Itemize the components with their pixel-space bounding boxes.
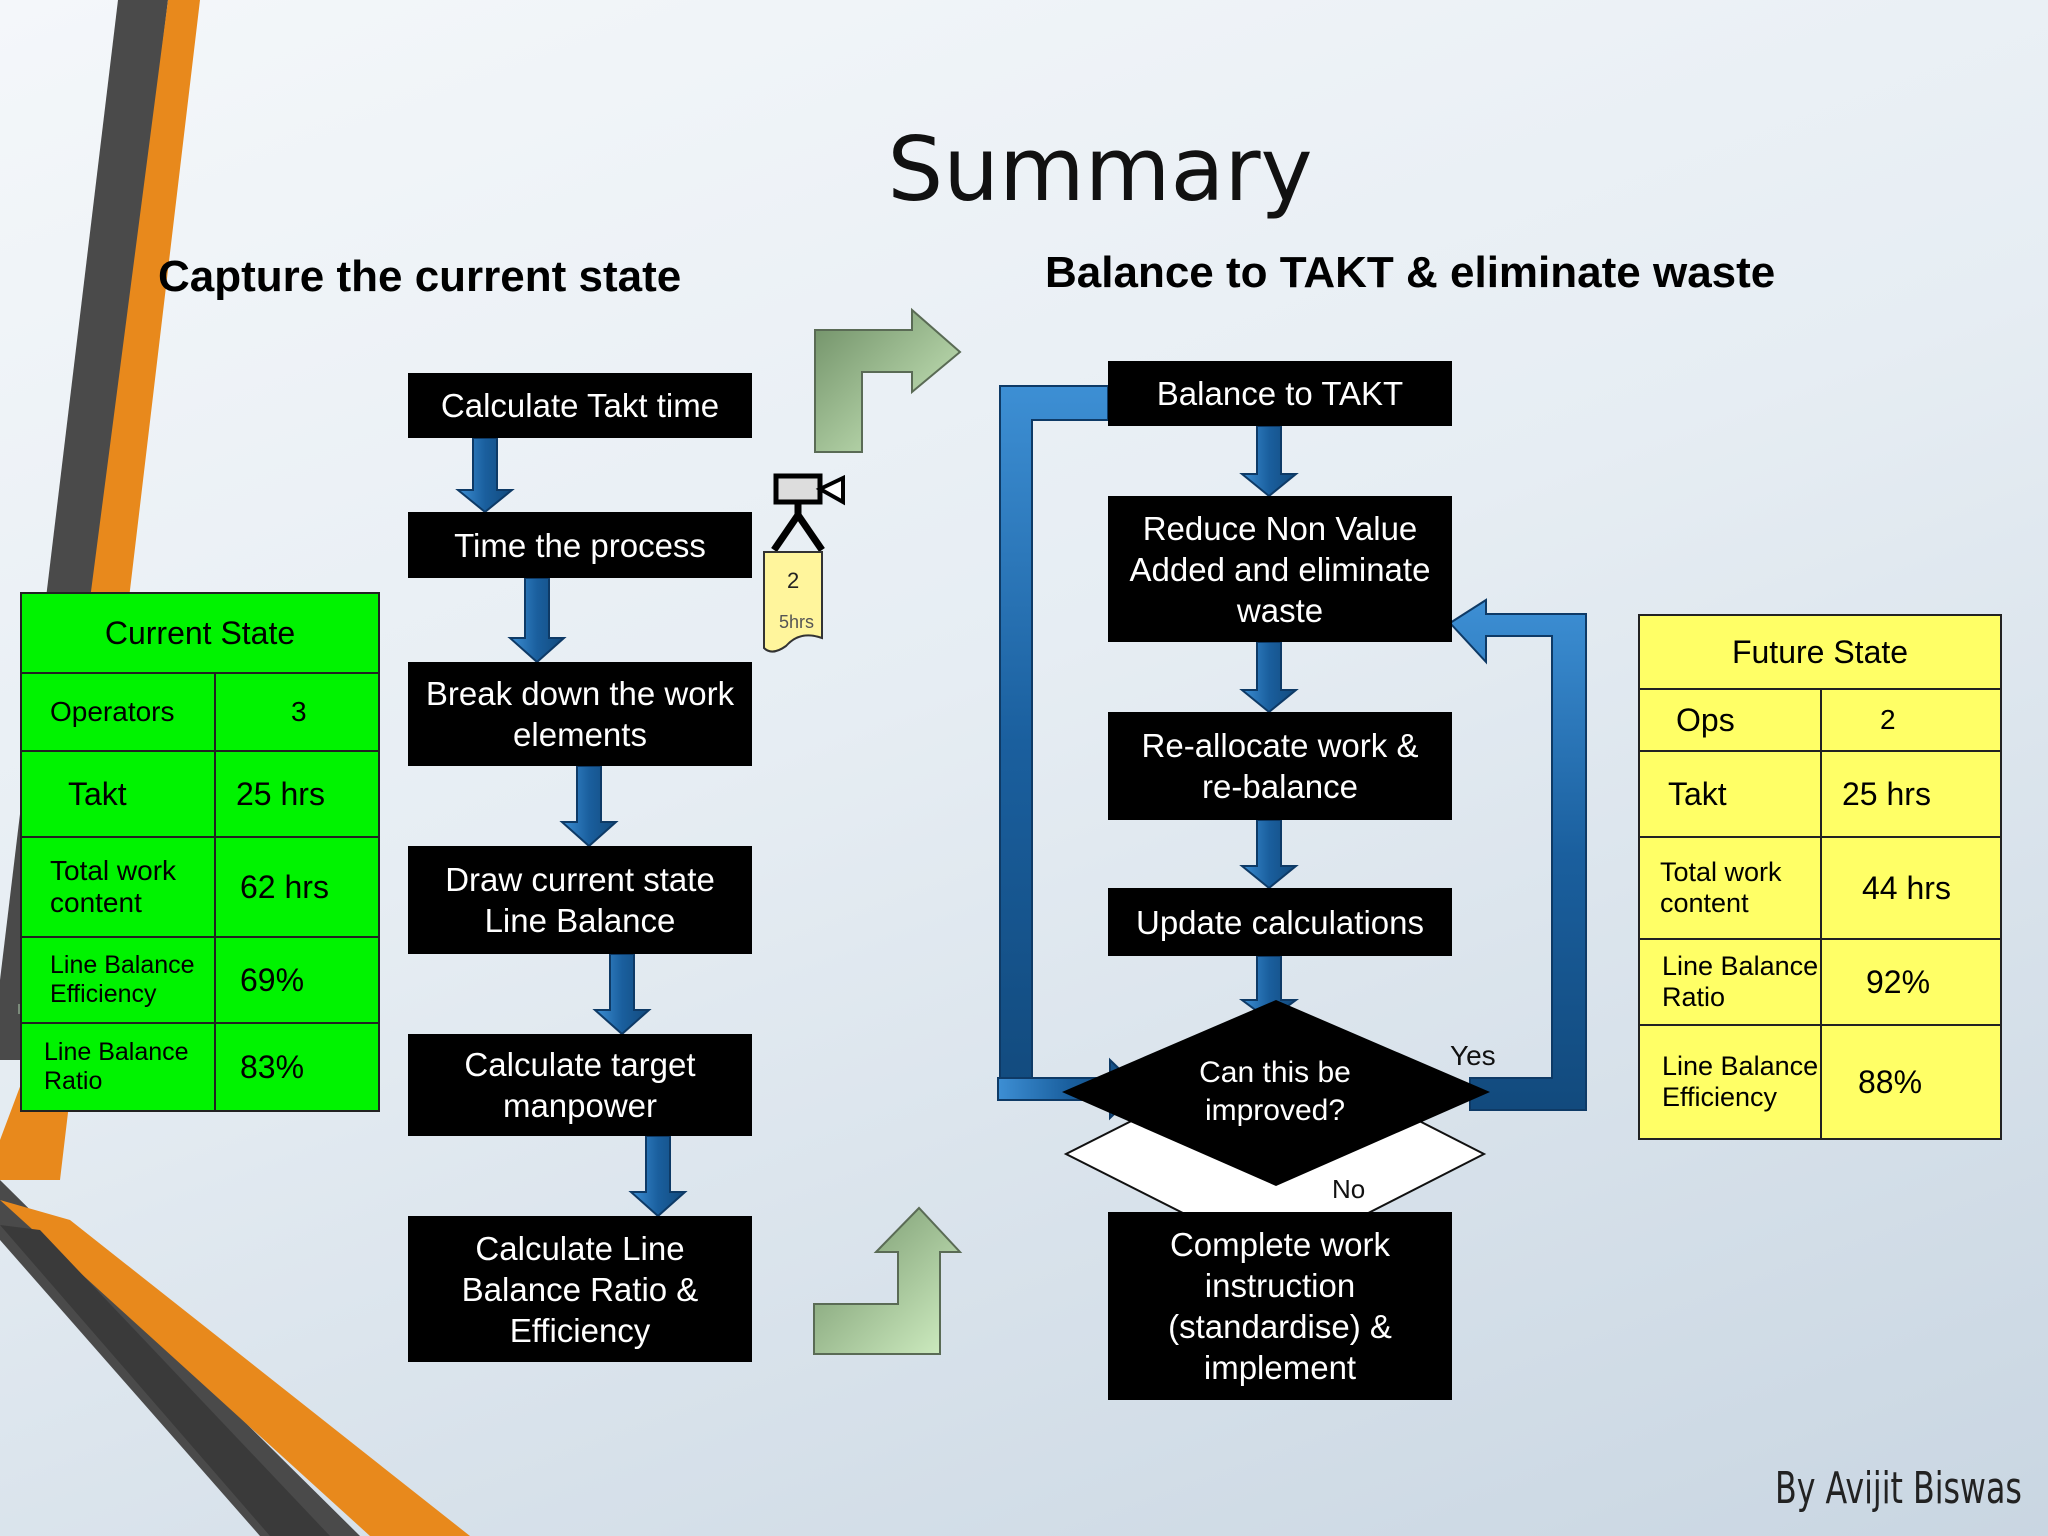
future-row-value: 2 bbox=[1820, 688, 2002, 752]
step-reduce-non-value-added: Reduce Non Value Added and eliminate was… bbox=[1108, 496, 1452, 642]
future-row-label: Ops bbox=[1638, 688, 1822, 752]
current-row-value: 62 hrs bbox=[214, 836, 380, 938]
step-update-calculations: Update calculations bbox=[1108, 888, 1452, 956]
left-heading: Capture the current state bbox=[158, 252, 682, 301]
current-row-value: 69% bbox=[214, 936, 380, 1024]
future-row-label: Line Balance Efficiency bbox=[1638, 1024, 1822, 1140]
current-row-label: Operators bbox=[20, 672, 216, 752]
step-calculate-takt-time: Calculate Takt time bbox=[408, 373, 752, 438]
future-row-value: 88% bbox=[1820, 1024, 2002, 1140]
future-row-value: 25 hrs bbox=[1820, 750, 2002, 838]
decision-yes-label: Yes bbox=[1450, 1040, 1496, 1071]
loop-back-arrow-right bbox=[1452, 616, 1552, 1078]
step-calculate-target-manpower: Calculate target manpower bbox=[408, 1034, 752, 1136]
future-row-label: Line Balance Ratio bbox=[1638, 938, 1822, 1026]
right-heading: Balance to TAKT & eliminate waste bbox=[1045, 248, 1776, 297]
step-complete-work-instruction: Complete work instruction (standardise) … bbox=[1108, 1212, 1452, 1400]
current-row-label: Takt bbox=[20, 750, 216, 838]
future-state-heading: Future State bbox=[1638, 614, 2002, 690]
current-row-value: 83% bbox=[214, 1022, 380, 1112]
decision-no-label: No bbox=[1332, 1174, 1366, 1204]
video-camera-icon bbox=[771, 473, 845, 552]
future-row-label: Takt bbox=[1638, 750, 1822, 838]
current-row-label: Line Balance Efficiency bbox=[20, 936, 216, 1024]
left-flow-arrows bbox=[455, 437, 688, 1218]
future-row-label: Total work content bbox=[1638, 836, 1822, 940]
step-time-the-process: Time the process bbox=[408, 512, 752, 578]
future-row-value: 92% bbox=[1820, 938, 2002, 1026]
current-state-heading: Current State bbox=[20, 592, 380, 674]
author-credit: By Avijit Biswas bbox=[1775, 1463, 2022, 1514]
step-reallocate-work: Re-allocate work & re-balance bbox=[1108, 712, 1452, 820]
current-row-label: Total work content bbox=[20, 836, 216, 938]
step-draw-current-state: Draw current state Line Balance bbox=[408, 846, 752, 954]
current-row-value: 3 bbox=[214, 672, 380, 752]
bent-arrow-bottom-up bbox=[813, 1206, 963, 1355]
step-balance-to-takt: Balance to TAKT bbox=[1108, 361, 1452, 426]
current-row-label: Line Balance Ratio bbox=[20, 1022, 216, 1112]
step-break-down-work-elements: Break down the work elements bbox=[408, 662, 752, 766]
timing-doc-number: 2 bbox=[787, 568, 800, 593]
timing-doc-duration: 5hrs bbox=[779, 612, 815, 632]
timing-document-shape bbox=[763, 551, 823, 653]
step-calculate-line-balance: Calculate Line Balance Ratio & Efficienc… bbox=[408, 1216, 752, 1362]
decision-diamond bbox=[1062, 1000, 1490, 1186]
bent-arrow-up-right bbox=[814, 307, 962, 453]
slide-title: Summary bbox=[887, 118, 1313, 221]
future-row-value: 44 hrs bbox=[1820, 836, 2002, 940]
decision-text: Can this be improved? bbox=[1199, 1056, 1351, 1127]
current-row-value: 25 hrs bbox=[214, 750, 380, 838]
